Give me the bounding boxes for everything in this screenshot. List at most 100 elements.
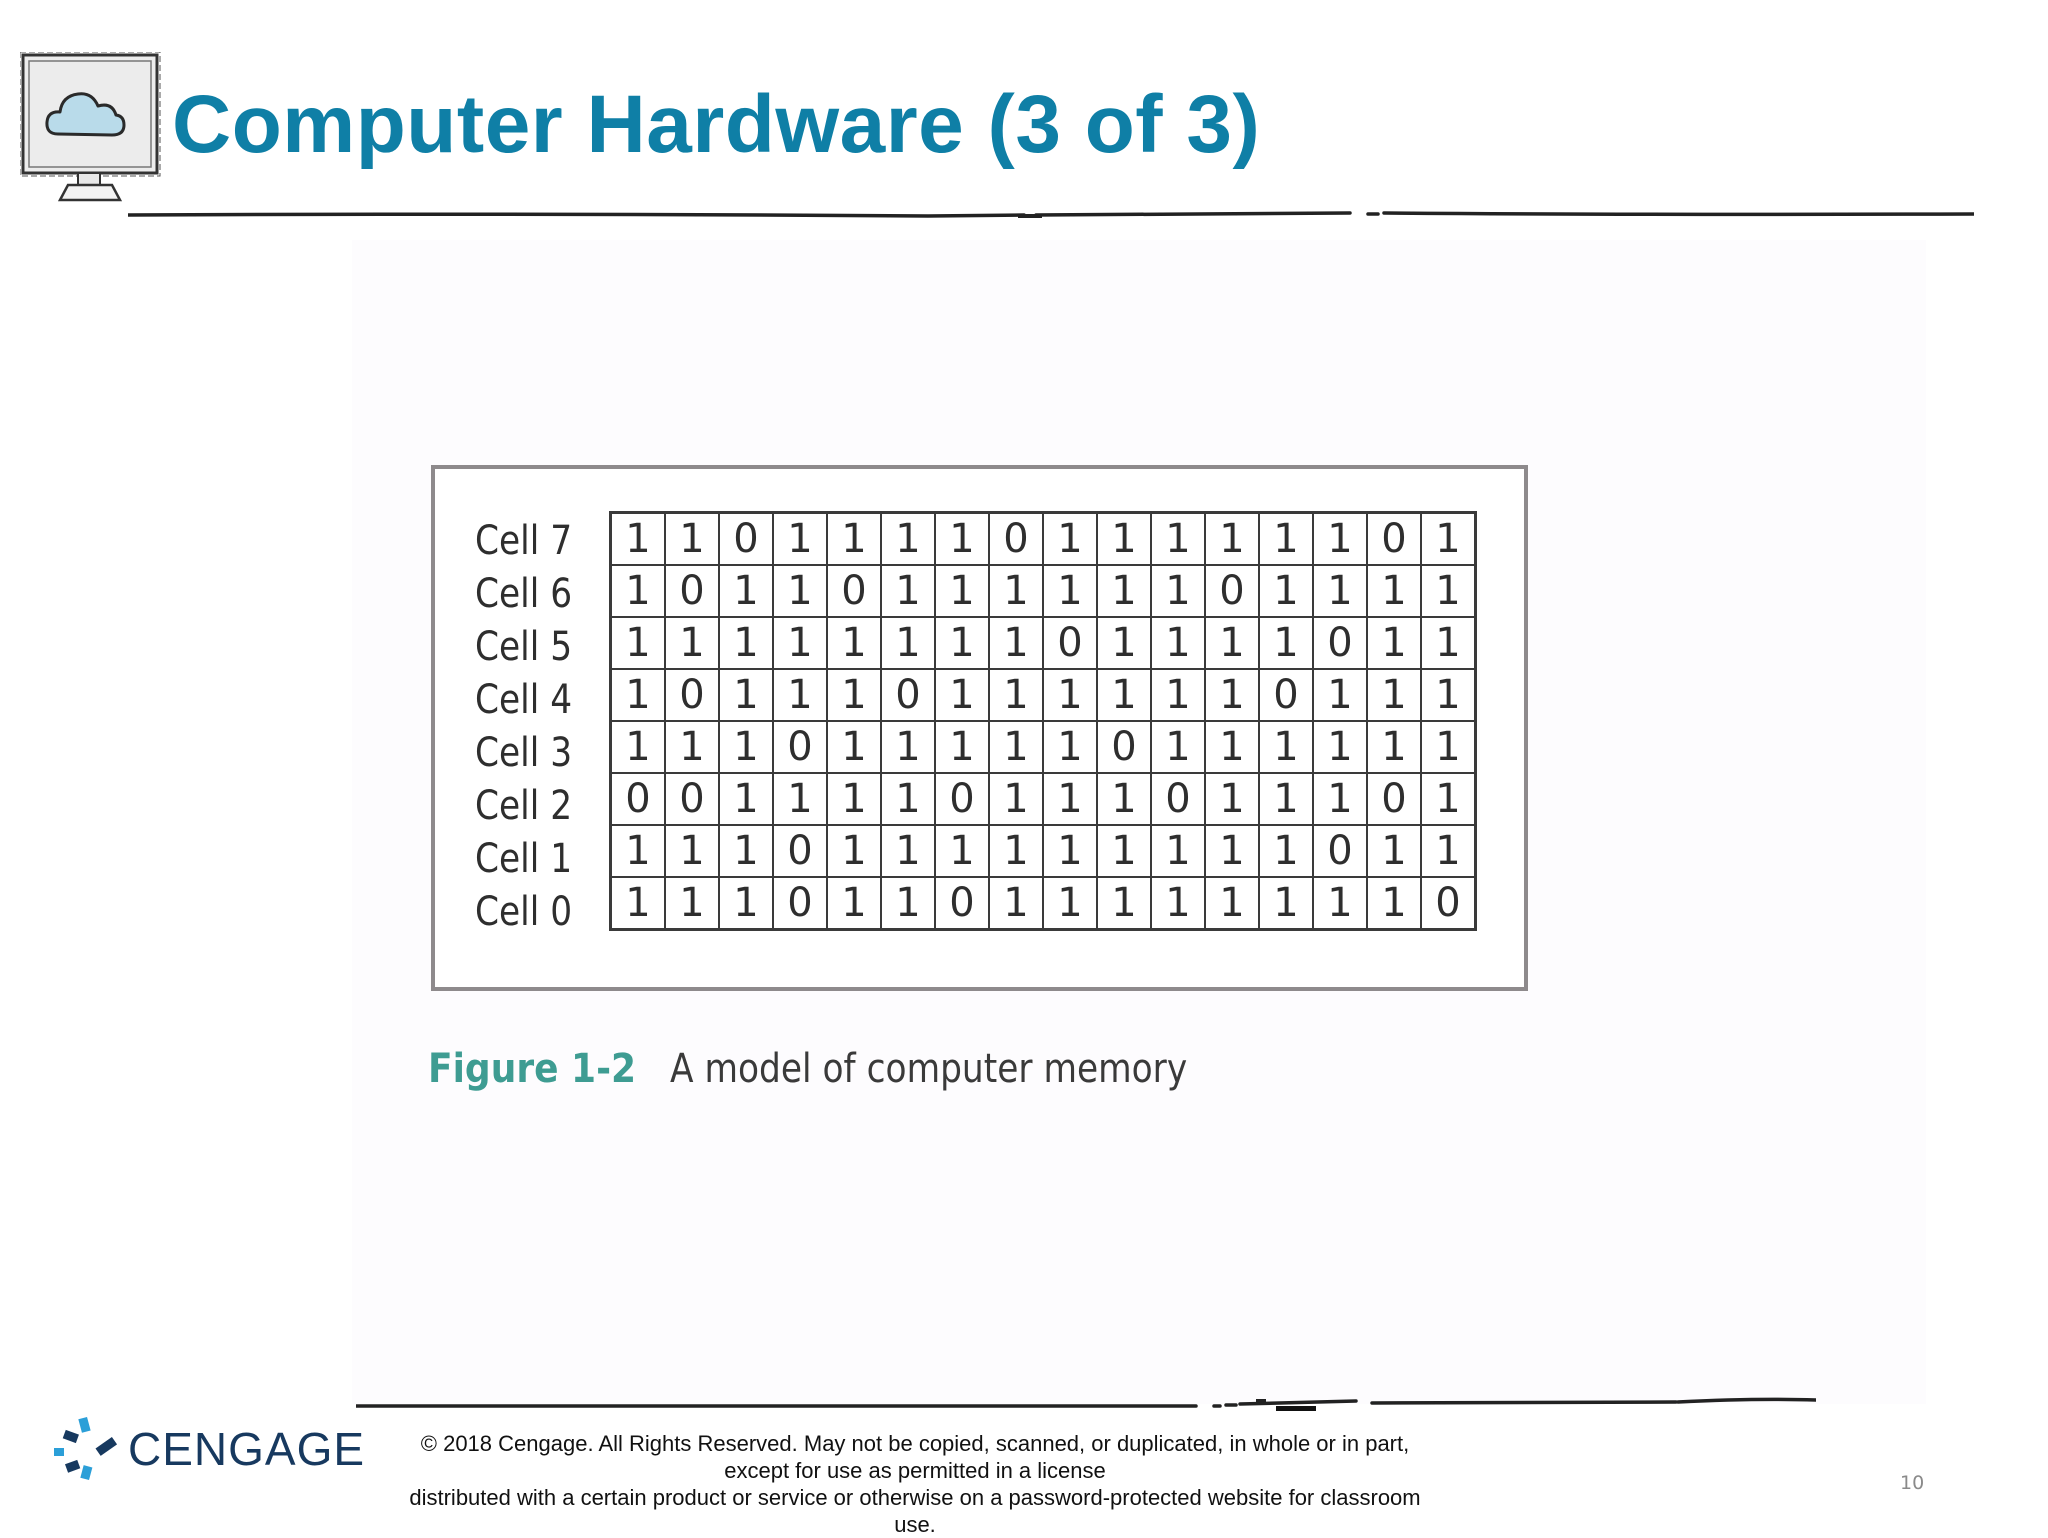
bit: 1 — [1420, 616, 1477, 670]
bit: 1 — [1204, 720, 1260, 774]
bit: 1 — [934, 720, 990, 774]
bit: 0 — [1312, 824, 1368, 878]
cell-label: Cell 0 — [475, 889, 573, 935]
bit: 1 — [826, 668, 882, 722]
cell-label: Cell 1 — [475, 836, 573, 882]
bit: 1 — [1150, 824, 1206, 878]
bit: 1 — [1096, 564, 1152, 618]
bit: 0 — [664, 564, 720, 618]
bit: 1 — [1420, 772, 1477, 826]
bit: 1 — [1042, 876, 1098, 931]
bit: 1 — [826, 772, 882, 826]
bit: 1 — [1312, 876, 1368, 931]
bit: 1 — [1204, 511, 1260, 566]
bit: 1 — [826, 876, 882, 931]
bit: 1 — [1312, 668, 1368, 722]
bit: 1 — [664, 876, 720, 931]
cell-label: Cell 5 — [475, 624, 573, 670]
bit: 1 — [664, 511, 720, 566]
bit: 1 — [1420, 824, 1477, 878]
bit: 1 — [1420, 720, 1477, 774]
bit: 1 — [1096, 824, 1152, 878]
bit: 1 — [880, 720, 936, 774]
bit: 1 — [988, 876, 1044, 931]
bit: 0 — [609, 772, 666, 826]
bit: 1 — [718, 772, 774, 826]
footer-divider — [356, 1397, 1816, 1411]
cengage-logo-text: CENGAGE — [128, 1423, 366, 1475]
bit: 0 — [772, 720, 828, 774]
bit: 0 — [664, 668, 720, 722]
bit: 1 — [1150, 720, 1206, 774]
bit: 1 — [880, 564, 936, 618]
bit: 1 — [1366, 616, 1422, 670]
bit: 1 — [988, 564, 1044, 618]
copyright-line-1: © 2018 Cengage. All Rights Reserved. May… — [420, 1431, 1410, 1483]
bit: 1 — [1258, 876, 1314, 931]
bit: 1 — [609, 824, 666, 878]
bit: 1 — [988, 720, 1044, 774]
bit: 0 — [1150, 772, 1206, 826]
cell-label: Cell 6 — [475, 571, 573, 617]
bit: 1 — [772, 564, 828, 618]
bit: 1 — [1042, 511, 1098, 566]
bit: 1 — [718, 720, 774, 774]
bit: 1 — [826, 824, 882, 878]
cell-label: Cell 3 — [475, 730, 573, 776]
bit: 1 — [609, 616, 666, 670]
bit: 1 — [1204, 616, 1260, 670]
bit: 1 — [1366, 564, 1422, 618]
copyright-notice: © 2018 Cengage. All Rights Reserved. May… — [390, 1430, 1440, 1538]
bit: 0 — [772, 876, 828, 931]
bit: 1 — [880, 616, 936, 670]
bit: 0 — [772, 824, 828, 878]
cell-label: Cell 7 — [475, 518, 573, 564]
bit: 1 — [1042, 720, 1098, 774]
bit: 0 — [718, 511, 774, 566]
bit: 1 — [664, 616, 720, 670]
bit: 1 — [1204, 824, 1260, 878]
bit: 1 — [1042, 772, 1098, 826]
bit: 0 — [1096, 720, 1152, 774]
bit: 1 — [772, 616, 828, 670]
bit: 1 — [988, 772, 1044, 826]
bit: 0 — [1366, 772, 1422, 826]
bit: 1 — [718, 564, 774, 618]
bit: 1 — [880, 772, 936, 826]
bit: 1 — [1042, 668, 1098, 722]
bit: 1 — [1150, 616, 1206, 670]
bit: 1 — [609, 876, 666, 931]
bit: 1 — [772, 511, 828, 566]
bit: 1 — [1258, 824, 1314, 878]
bit: 1 — [718, 876, 774, 931]
bit: 1 — [934, 511, 990, 566]
bit: 1 — [1204, 876, 1260, 931]
cloud-monitor-icon — [20, 52, 161, 202]
bit: 1 — [988, 668, 1044, 722]
bit: 1 — [934, 564, 990, 618]
bit: 1 — [934, 668, 990, 722]
page-title: Computer Hardware (3 of 3) — [172, 79, 1261, 170]
bit: 1 — [609, 511, 666, 566]
bit: 1 — [1366, 824, 1422, 878]
bit: 1 — [1312, 772, 1368, 826]
bit: 0 — [934, 876, 990, 931]
bit: 1 — [1420, 564, 1477, 618]
bit: 1 — [1258, 772, 1314, 826]
bit: 1 — [718, 668, 774, 722]
bit: 1 — [1258, 564, 1314, 618]
bit: 0 — [1366, 511, 1422, 566]
caption-text: A model of computer memory — [670, 1046, 1188, 1092]
bit: 1 — [1150, 668, 1206, 722]
cell-label: Cell 2 — [475, 783, 573, 829]
